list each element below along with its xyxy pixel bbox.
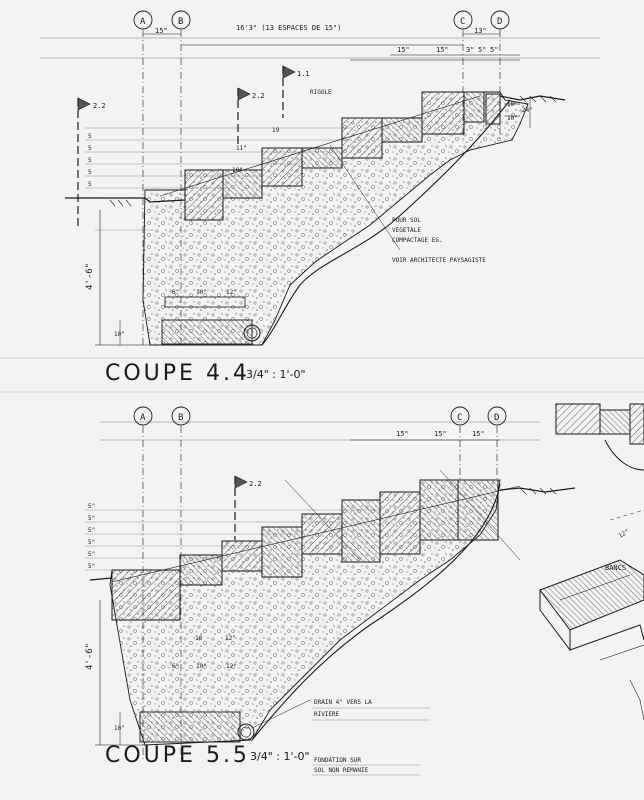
tread-dim-b2: 15" <box>434 430 447 438</box>
riser-dim-b4: 5" <box>88 539 95 546</box>
height-dimension: 4'-6" <box>85 263 95 290</box>
footing-dim-b2: 10" <box>196 663 207 670</box>
soil-note-line-1: POUR SOL <box>392 217 421 224</box>
section-4-4 <box>40 10 600 346</box>
footing-dim-2: 10" <box>196 289 207 296</box>
footing-dim-b1: 6" <box>172 663 179 670</box>
mid-dim-b2: 12" <box>225 635 236 642</box>
grid-bubble-d2 <box>487 406 507 426</box>
section-mark-b: 2.2 <box>249 480 262 488</box>
soil-note-line-4: VOIR ARCHITECTE PAYSAGISTE <box>392 257 486 264</box>
grid-bubble-c <box>453 10 473 30</box>
section-mark-3: 1.1 <box>297 70 310 78</box>
grid-bubble-b2 <box>171 406 191 426</box>
riser-dim-b2: 5" <box>88 515 95 522</box>
right-dim-3: 10" <box>507 115 518 122</box>
grid-bubble-c2 <box>450 406 470 426</box>
grid-bubble-b <box>171 10 191 30</box>
mid-dim-3: 11" <box>236 145 247 152</box>
soil-note-line-3: COMPACTAGE EG. <box>392 237 443 244</box>
grid-label-c2: C <box>457 413 462 423</box>
grid-bubble-a <box>133 10 153 30</box>
grid-label-c: C <box>460 17 465 27</box>
grid-label-a: A <box>140 17 146 27</box>
section-title-4-4: COUPE 4.4 <box>105 361 250 386</box>
footing-dim-b3: 12" <box>226 663 237 670</box>
overall-dimension: 16'3" (13 ESPACES DE 15") <box>236 24 341 32</box>
ab-dimension: 15" <box>155 27 168 35</box>
section-title-5-5: COUPE 5.5 <box>105 743 250 768</box>
soil-note-line-2: VEGETALE <box>392 227 421 234</box>
tread-dim-1: 15" <box>397 46 410 54</box>
grid-label-b: B <box>178 17 183 27</box>
tread-dim-b3: 15" <box>472 430 485 438</box>
riser-dim-b6: 5" <box>88 563 95 570</box>
bottom-dimension: 10" <box>114 331 125 338</box>
section-scale-5-5: 3/4" : 1'-0" <box>250 750 310 763</box>
tread-dim-5: 5" <box>490 46 498 54</box>
tread-dim-3: 3" <box>466 46 474 54</box>
section-5-5 <box>85 406 576 776</box>
footing-dim-1: 6" <box>172 289 179 296</box>
isometric-bench-detail <box>539 403 644 721</box>
grid-label-a2: A <box>140 413 146 423</box>
height-dimension-b: 4'-6" <box>85 643 95 670</box>
section-scale-4-4: 3/4" : 1'-0" <box>246 368 306 381</box>
tread-dim-4: 5" <box>478 46 486 54</box>
bench-label: BANCS <box>605 564 626 572</box>
mid-dim-b1: 10 <box>195 635 203 642</box>
riser-dim-b1: 5" <box>88 503 95 510</box>
riser-dim-4: 5 <box>88 169 92 176</box>
riser-dim-b5: 5" <box>88 551 95 558</box>
bottom-section-labels: A B C D 15" 15" 15" 5" 5" 5" 5" 5" 5" 2.… <box>85 413 499 774</box>
iso-dimension: 12" <box>618 528 631 539</box>
tread-dim-2: 15" <box>436 46 449 54</box>
right-dim-1: 10" <box>507 101 518 108</box>
section-mark-2: 2.2 <box>252 92 265 100</box>
riser-dim-b3: 5" <box>88 527 95 534</box>
riser-dim-2: 5 <box>88 145 92 152</box>
right-dim-2: 24" <box>522 107 533 114</box>
tread-dim-b1: 15" <box>396 430 409 438</box>
drain-note-line-1: DRAIN 4" VERS LA <box>314 699 372 706</box>
grid-label-d2: D <box>494 413 499 423</box>
foundation-note-line-2: SOL NON REMANIE <box>314 767 369 774</box>
iso-labels: BANCS 12" <box>605 528 630 572</box>
riser-dim-5: 5 <box>88 181 92 188</box>
footing-dim-3: 12" <box>226 289 237 296</box>
cd-dimension: 13" <box>474 27 487 35</box>
foundation-note-line-1: FONDATION SUR <box>314 757 361 764</box>
mid-dim-2: 10" <box>232 167 243 174</box>
grid-label-b2: B <box>178 413 183 423</box>
riser-dim-1: 5 <box>88 133 92 140</box>
drain-note-line-2: RIVIERE <box>314 711 340 718</box>
riser-dim-3: 5 <box>88 157 92 164</box>
grid-bubble-a2 <box>133 406 153 426</box>
top-section-labels: A B C D 16'3" (13 ESPACES DE 15") 15" 13… <box>85 17 533 386</box>
rigole-label: RIGOLE <box>310 89 332 96</box>
grid-bubble-d <box>490 10 510 30</box>
mid-dim-1: 19 <box>272 127 280 134</box>
bottom-dimension-b: 10" <box>114 725 125 732</box>
section-mark-1: 2.2 <box>93 102 106 110</box>
grid-label-d: D <box>497 17 502 27</box>
